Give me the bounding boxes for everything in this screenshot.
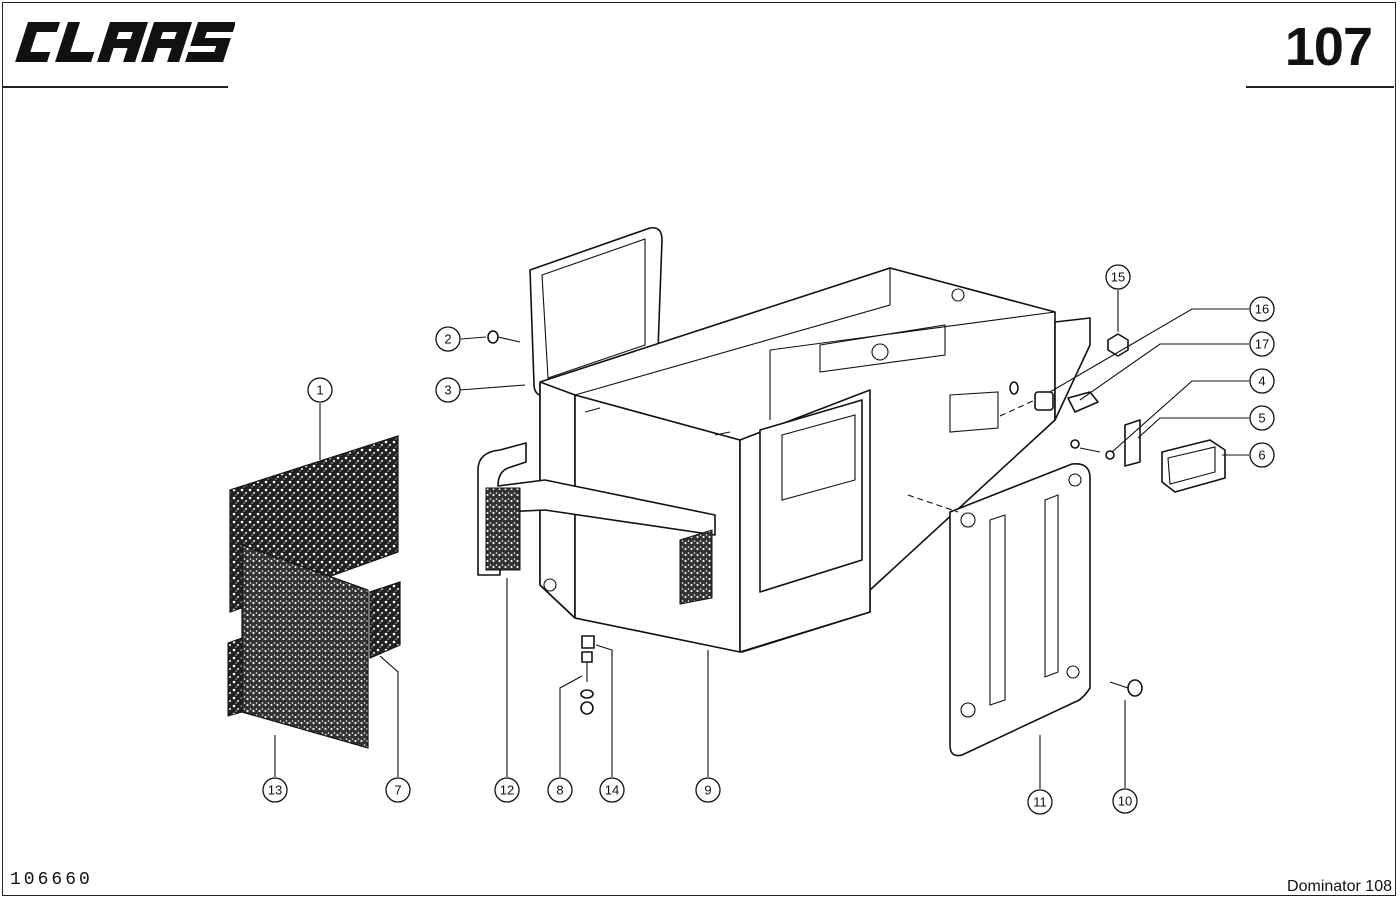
lock-16 (1009, 381, 1054, 411)
header-rule-right (1246, 86, 1394, 88)
callout-9: 9 (695, 777, 721, 803)
cover-plate-11 (949, 462, 1091, 757)
callout-label: 11 (1033, 795, 1047, 810)
callout-label: 9 (704, 783, 711, 798)
callout-2: 2 (435, 326, 461, 352)
callout-label: 6 (1258, 448, 1265, 463)
callout-12: 12 (494, 777, 520, 803)
bracket-5 (1124, 419, 1141, 467)
callout-16: 16 (1249, 296, 1275, 322)
callout-13: 13 (262, 777, 288, 803)
header-rule-left (2, 86, 228, 88)
nut-15 (1107, 333, 1129, 357)
callout-label: 4 (1258, 374, 1265, 389)
bolt-8 (581, 651, 593, 682)
channel-padding-12 (485, 487, 521, 571)
latch-17 (1067, 391, 1099, 413)
callout-label: 15 (1111, 270, 1125, 285)
callout-5: 5 (1249, 405, 1275, 431)
callout-label: 16 (1255, 302, 1269, 317)
callout-6: 6 (1249, 442, 1275, 468)
housing-box-9 (539, 267, 1091, 653)
insulation-mat-13 (241, 544, 369, 749)
callout-10: 10 (1112, 788, 1138, 814)
callout-8: 8 (547, 777, 573, 803)
claas-logo (15, 22, 235, 62)
page-number: 107 (1284, 17, 1373, 77)
callout-label: 14 (605, 783, 619, 798)
callout-label: 13 (268, 783, 282, 798)
callout-label: 17 (1255, 337, 1269, 352)
callout-17: 17 (1249, 331, 1275, 357)
callout-14: 14 (599, 777, 625, 803)
insulation-strip-13 (227, 637, 243, 717)
callout-7: 7 (385, 777, 411, 803)
leader-lines (274, 290, 1249, 789)
callout-label: 1 (316, 383, 323, 398)
callout-label: 7 (394, 783, 401, 798)
curved-channel-12 (477, 442, 716, 576)
callout-label: 2 (444, 332, 451, 347)
lamp-6 (1161, 439, 1226, 493)
callout-label: 12 (500, 783, 514, 798)
callout-15: 15 (1105, 264, 1131, 290)
screw-4 (1070, 439, 1115, 460)
callout-label: 3 (444, 383, 451, 398)
callout-label: 8 (556, 783, 563, 798)
callout-4: 4 (1249, 368, 1275, 394)
screw-2 (487, 330, 521, 344)
knob-screw-10 (1109, 679, 1143, 697)
callout-3: 3 (435, 377, 461, 403)
insulation-piece-7 (369, 581, 401, 659)
callout-label: 5 (1258, 411, 1265, 426)
nut-washer-14 (580, 635, 595, 715)
callout-label: 10 (1118, 794, 1132, 809)
model-name: Dominator 108 (1287, 878, 1392, 895)
callout-1: 1 (307, 377, 333, 403)
channel-padding-end-12 (679, 529, 713, 605)
drawing-number: 106660 (10, 870, 93, 890)
callout-11: 11 (1027, 789, 1053, 815)
